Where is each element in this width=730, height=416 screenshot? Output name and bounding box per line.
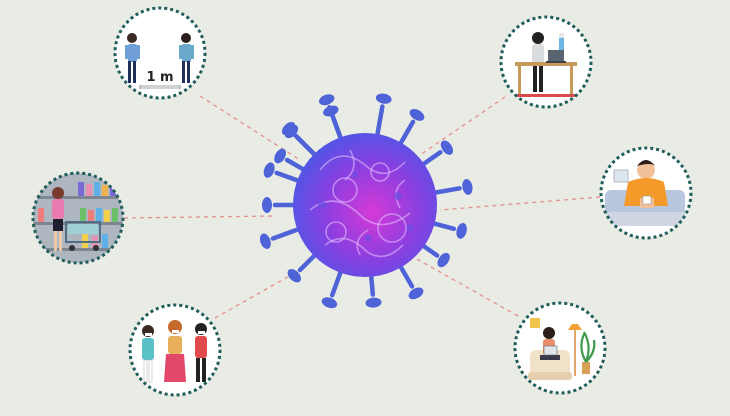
virus-spike-tip <box>440 140 454 155</box>
scene-supermarket-shopping <box>31 171 125 265</box>
virus-spike-tip <box>409 109 425 121</box>
connector-supermarket <box>123 215 276 219</box>
connector-home-rest <box>439 196 601 211</box>
scene-ring <box>499 15 593 109</box>
virus-spike-tip <box>262 197 272 213</box>
scene-ring <box>599 146 693 240</box>
virus-spike-tip <box>365 297 382 308</box>
virus-spike-tip <box>263 162 275 178</box>
connector-office <box>419 96 506 156</box>
virus-spike-tip <box>323 105 339 117</box>
connector-queue <box>214 269 301 319</box>
connector-work-from-home <box>414 257 519 317</box>
virus-spike-tip <box>437 252 450 268</box>
scene-queue-with-masks <box>128 303 222 397</box>
scene-office-desk-work <box>499 15 593 109</box>
scene-ring <box>31 171 125 265</box>
virus-spike-tip <box>462 179 473 195</box>
coronavirus-icon <box>259 93 473 309</box>
virus-spike-tip <box>318 94 335 106</box>
virus-spike-tip <box>321 297 338 309</box>
virus-spike-tip <box>408 287 424 300</box>
scene-working-from-home <box>513 301 607 395</box>
virus-spike-tip <box>274 148 287 164</box>
virus-spike-tip <box>281 121 296 136</box>
scene-social-distancing: 1 m <box>113 6 207 100</box>
distance-label: 1 m <box>146 70 173 85</box>
virus-spike-tip <box>456 223 467 239</box>
virus-spike-tip <box>375 93 392 104</box>
scene-ring <box>128 303 222 397</box>
virus-spike-tip <box>259 233 271 249</box>
scene-ring <box>513 301 607 395</box>
virus-spike-tip <box>287 269 301 283</box>
scene-resting-at-home <box>599 146 693 240</box>
scene-ring <box>113 6 207 100</box>
